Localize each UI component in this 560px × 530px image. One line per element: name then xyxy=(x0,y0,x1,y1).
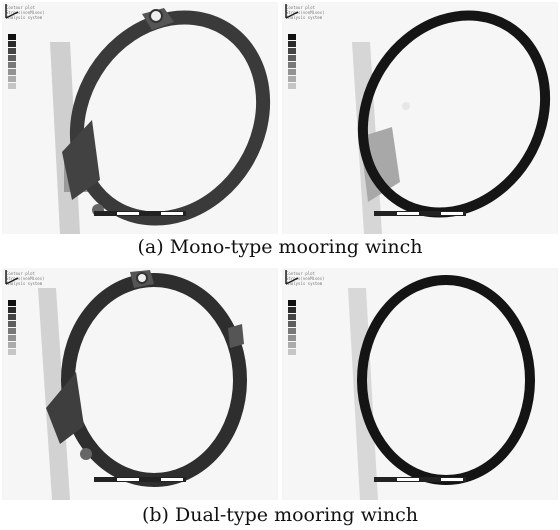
legend-swatch xyxy=(288,76,296,82)
legend-swatch xyxy=(8,69,16,75)
legend-swatch xyxy=(8,55,16,61)
legend-swatch xyxy=(8,48,16,54)
legend-swatch xyxy=(8,335,16,341)
fea-model-mono-a xyxy=(50,8,271,234)
legend-swatch xyxy=(8,321,16,327)
legend-swatch xyxy=(8,349,16,355)
hot-spot xyxy=(402,102,410,110)
scale-bar xyxy=(94,211,186,216)
brake-band-ring xyxy=(357,275,535,485)
pin-bottom xyxy=(80,448,92,460)
legend-swatch xyxy=(8,342,16,348)
anchor-lug-left xyxy=(62,120,100,200)
legend-swatch xyxy=(288,321,296,327)
legend-swatch xyxy=(288,342,296,348)
fea-panel-dual-stress-right: Contour plot Stress(vonMises) Analysis s… xyxy=(282,268,558,500)
anchor-lug-left xyxy=(46,372,84,444)
color-legend xyxy=(8,34,16,90)
legend-swatch xyxy=(8,34,16,40)
legend-swatch xyxy=(8,41,16,47)
brake-band-ring xyxy=(357,10,551,218)
legend-swatch xyxy=(8,76,16,82)
anchor-lug-right xyxy=(228,324,244,348)
axis-triad-icon xyxy=(5,4,19,19)
pin-hole-top xyxy=(149,9,163,23)
caption-dual: (b) Dual-type mooring winch xyxy=(141,504,419,526)
legend-swatch xyxy=(288,307,296,313)
legend-swatch xyxy=(288,48,296,54)
legend-swatch xyxy=(8,307,16,313)
legend-swatch xyxy=(288,55,296,61)
fea-model-dual-a xyxy=(38,270,247,500)
legend-swatch xyxy=(288,83,296,89)
legend-swatch xyxy=(288,300,296,306)
panel-header-text: Contour plot Stress(vonMises) Analysis s… xyxy=(6,5,45,20)
brake-band-ring xyxy=(69,10,271,226)
legend-swatch xyxy=(8,328,16,334)
axis-triad-icon xyxy=(5,270,19,285)
scale-bar xyxy=(94,477,186,482)
base-mount xyxy=(360,127,400,202)
legend-swatch xyxy=(8,83,16,89)
color-legend xyxy=(288,300,296,356)
legend-swatch xyxy=(288,314,296,320)
panel-header-text: Contour plot Stress(vonMises) Analysis s… xyxy=(286,5,325,20)
support-frame xyxy=(38,288,70,500)
panel-header-text: Contour plot Stress(vonMises) Analysis s… xyxy=(286,271,325,286)
legend-swatch xyxy=(288,62,296,68)
scale-bar xyxy=(374,477,466,482)
fea-model-mono-b xyxy=(352,10,551,234)
fea-panel-mono-stress-left: Contour plot Stress(vonMises) Analysis s… xyxy=(2,2,278,234)
axis-triad-icon xyxy=(285,270,299,285)
axis-triad-icon xyxy=(285,4,299,19)
color-legend xyxy=(8,300,16,356)
legend-swatch xyxy=(288,349,296,355)
brake-band-ring xyxy=(61,273,247,487)
legend-swatch xyxy=(288,41,296,47)
legend-swatch xyxy=(288,34,296,40)
legend-swatch xyxy=(288,328,296,334)
scale-bar xyxy=(374,211,466,216)
fea-model-dual-b xyxy=(348,275,535,500)
fea-panel-dual-stress-left: Contour plot Stress(vonMises) Analysis s… xyxy=(2,268,278,500)
legend-swatch xyxy=(288,69,296,75)
legend-swatch xyxy=(8,62,16,68)
legend-swatch xyxy=(8,300,16,306)
color-legend xyxy=(288,34,296,90)
fea-panel-mono-stress-right: Contour plot Stress(vonMises) Analysis s… xyxy=(282,2,558,234)
panel-header-text: Contour plot Stress(vonMises) Analysis s… xyxy=(6,271,45,286)
legend-swatch xyxy=(8,314,16,320)
legend-swatch xyxy=(288,335,296,341)
pin-hole-top xyxy=(136,272,148,284)
caption-mono: (a) Mono-type mooring winch xyxy=(137,236,423,258)
